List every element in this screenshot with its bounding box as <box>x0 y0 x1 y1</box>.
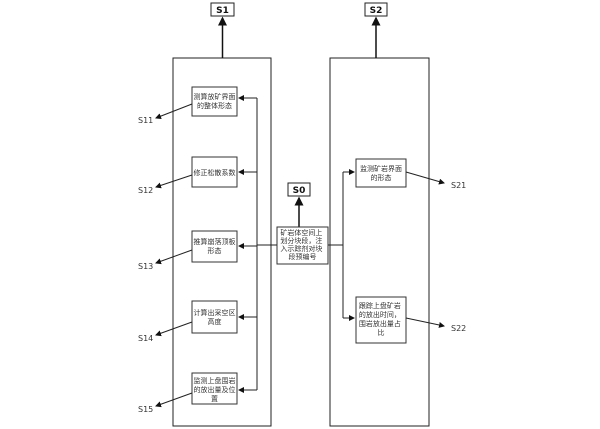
left-leaders <box>155 103 193 408</box>
label-s15: S15 <box>138 405 153 414</box>
step-s12: 修正松散系数 <box>191 156 238 188</box>
svg-text:测算放矿界面的整体形态: 测算放矿界面的整体形态 <box>194 92 236 110</box>
svg-text:计算出采空区高度: 计算出采空区高度 <box>194 308 236 326</box>
tag-s0: S0 <box>293 186 306 196</box>
svg-text:推算崩落顶板形态: 推算崩落顶板形态 <box>194 237 236 255</box>
label-s11: S11 <box>138 116 153 125</box>
step-s11: 测算放矿界面的整体形态 <box>191 86 238 117</box>
step-s15: 监测上盘围岩的放出量及位置 <box>191 372 238 405</box>
svg-text:跟踪上盘矿岩 的放出时间， 围岩放出: 跟踪上盘矿岩 的放出时间， 围岩放出量占 比 <box>359 301 403 337</box>
svg-text:矿岩体空间上 划分块段，注 入示踪剂: 矿岩体空间上 划分块段，注 入示踪剂对块 段预编号 <box>280 228 324 261</box>
left-connectors <box>238 95 277 393</box>
tag-s1-box <box>210 2 235 17</box>
step-s22: 跟踪上盘矿岩 的放出时间， 围岩放出量占 比 <box>355 296 407 344</box>
step-s13: 推算崩落顶板形态 <box>191 230 238 263</box>
svg-text:监测矿岩界面的形态: 监测矿岩界面的形态 <box>360 164 402 182</box>
step-s21: 监测矿岩界面的形态 <box>355 158 407 188</box>
label-s12: S12 <box>138 186 153 195</box>
tag-s2: S2 <box>370 6 383 16</box>
center-node: 矿岩体空间上 划分块段，注 入示踪剂对块 段预编号 <box>276 226 329 265</box>
label-s21: S21 <box>451 181 466 190</box>
svg-text:监测上盘围岩的放出量及位置: 监测上盘围岩的放出量及位置 <box>194 376 236 403</box>
svg-text:修正松散系数: 修正松散系数 <box>194 168 236 177</box>
tag-s0-box <box>287 182 311 197</box>
step-s14: 计算出采空区高度 <box>191 300 238 334</box>
right-leaders <box>405 171 445 328</box>
tag-s1: S1 <box>216 6 229 16</box>
label-s13: S13 <box>138 262 153 271</box>
label-s14: S14 <box>138 334 153 343</box>
label-s22: S22 <box>451 324 466 333</box>
tag-s2-box <box>364 2 388 17</box>
group-s2-box <box>329 57 430 427</box>
right-connectors <box>328 169 355 321</box>
